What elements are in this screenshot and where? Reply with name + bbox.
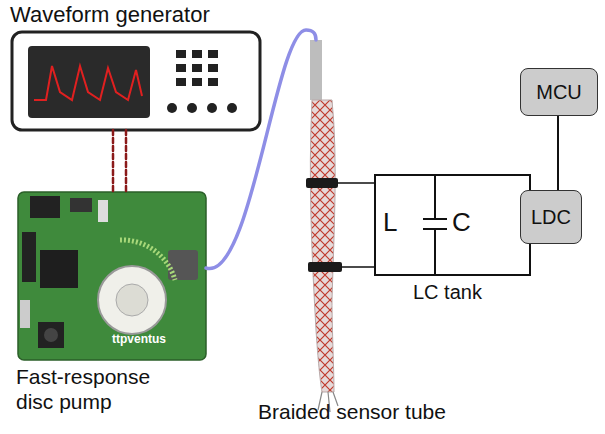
sensor-wire-line [338,183,375,267]
device-label: Fast-response disc pump [16,364,176,414]
device-label: Braided sensor tube [258,399,446,424]
box-label: MCU [536,80,582,104]
box-label: LDC [531,205,571,229]
signal-wire [113,130,126,192]
device-group: Waveform generator [8,2,264,132]
device-label: Waveform generator [10,2,210,28]
air-tube-line [206,30,316,269]
bus-wire [558,116,559,190]
signal-wire-line [113,130,126,192]
inductor-label: L [383,208,397,237]
device-group: Braided sensor tube [300,95,344,395]
device-group: Fast-response disc pump [14,188,210,432]
pump-board-drawing [18,192,206,360]
braided-tube-drawing [306,40,342,412]
device-group: LC tank [375,172,515,304]
capacitor-label: C [452,208,471,237]
lc-tank-circuit [375,175,515,275]
bus-wire-line [557,116,559,190]
device-label: LC tank [413,280,482,304]
waveform-generator-drawing [12,32,260,130]
sensor-wire [338,183,375,267]
process-box: LDC [520,190,582,244]
process-box: MCU [520,68,598,116]
brand-label: ttpventus [112,333,166,346]
air-tube [206,30,316,269]
